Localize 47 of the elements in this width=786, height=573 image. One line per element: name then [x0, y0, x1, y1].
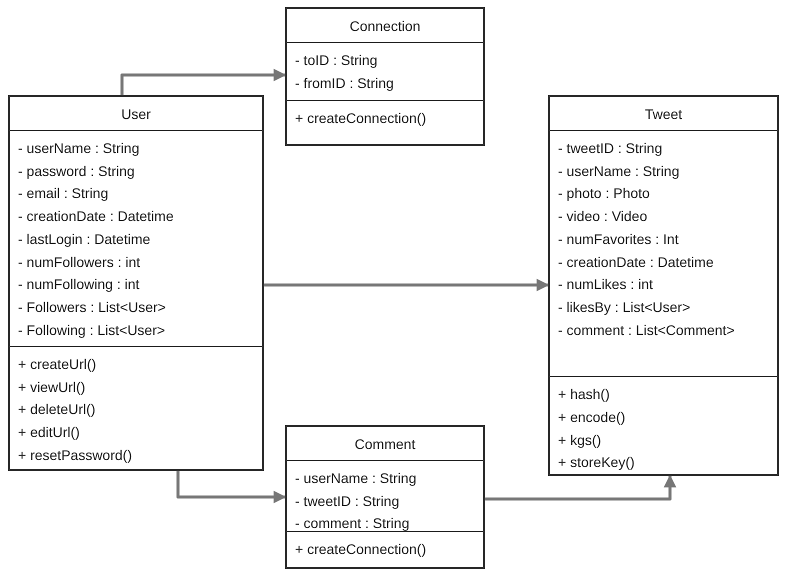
member-text: - numFollowing : int [18, 275, 140, 294]
member-text: - email : String [18, 184, 108, 204]
member-text: + deleteUrl() [18, 400, 96, 420]
member-text: - photo : Photo [558, 184, 650, 204]
class-name: Tweet [644, 105, 682, 124]
class-name: Connection [350, 17, 420, 36]
class-box [285, 425, 485, 569]
association-arrow [264, 278, 550, 292]
member-text: - numLikes : int [558, 275, 653, 294]
association-arrow [120, 68, 286, 95]
member-text: - video : Video [558, 207, 648, 226]
member-text: + storeKey() [558, 453, 635, 472]
member-text: - Following : List<User> [18, 320, 166, 340]
member-text: + encode() [558, 408, 626, 427]
member-text: + viewUrl() [18, 378, 86, 397]
class-name: User [121, 105, 151, 124]
member-text: - lastLogin : Datetime [18, 230, 150, 249]
class-compartment [287, 460, 483, 531]
member-text: - numFavorites : Int [558, 230, 679, 249]
association-arrow [485, 474, 676, 500]
class-box [548, 95, 779, 476]
member-text: - fromID : String [295, 74, 394, 93]
member-text: - Followers : List<User> [18, 298, 166, 317]
member-text: - userName : String [18, 139, 140, 158]
member-text: - likesBy : List<User> [558, 298, 690, 317]
member-text: - tweetID : String [558, 139, 662, 158]
member-text: - creationDate : Datetime [558, 252, 714, 272]
member-text: - comment : List<Comment> [558, 320, 735, 340]
member-text: + createConnection() [295, 109, 426, 128]
member-text: + editUrl() [18, 423, 80, 442]
member-text: + hash() [558, 385, 610, 404]
member-text: - userName : String [558, 162, 680, 181]
class-box [8, 95, 264, 471]
class-box [285, 7, 485, 146]
member-text: - creationDate : Datetime [18, 207, 174, 226]
member-text: - tweetID : String [295, 492, 400, 511]
member-text: + kgs() [558, 430, 602, 450]
member-text: + createUrl() [18, 355, 96, 374]
association-arrow [176, 471, 286, 504]
member-text: - userName : String [295, 469, 416, 488]
member-text: - comment : String [295, 514, 410, 534]
member-text: - password : String [18, 162, 135, 181]
member-text: + resetPassword() [18, 446, 132, 465]
member-text: - toID : String [295, 51, 378, 70]
class-name: Comment [354, 435, 416, 454]
member-text: - numFollowers : int [18, 252, 140, 272]
member-text: + createConnection() [295, 540, 426, 559]
